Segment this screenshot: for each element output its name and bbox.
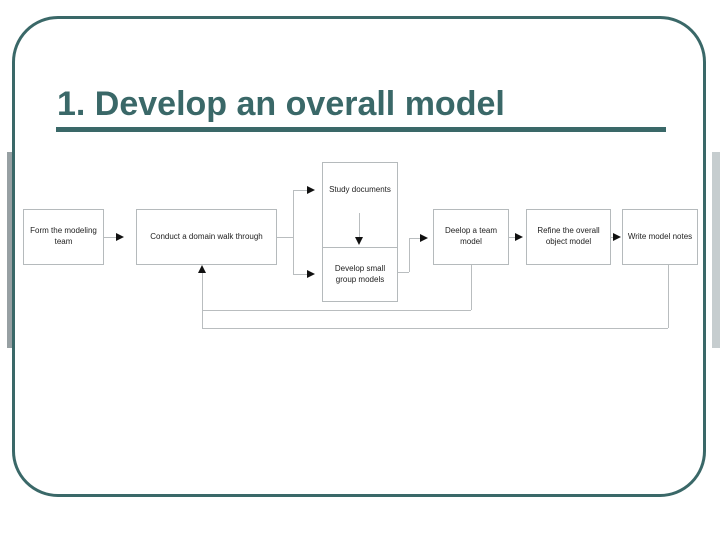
arrowhead-right-icon	[613, 233, 621, 241]
connector-line	[509, 237, 515, 238]
diagram-right-edge	[712, 152, 720, 348]
connector-line	[398, 272, 409, 273]
connector-line	[202, 273, 203, 328]
node-label: Form the modeling team	[30, 226, 97, 246]
node-write-model-notes: Write model notes	[622, 209, 698, 265]
node-label: Study documents	[329, 185, 391, 194]
node-label: Conduct a domain walk through	[150, 231, 263, 241]
slide-border	[12, 16, 706, 497]
arrowhead-right-icon	[116, 233, 124, 241]
node-label: Write model notes	[627, 231, 693, 241]
arrowhead-down-icon	[355, 237, 363, 245]
connector-line	[409, 238, 410, 272]
arrowhead-right-icon	[515, 233, 523, 241]
node-label: Deelop a team model	[444, 226, 498, 246]
arrowhead-up-icon	[198, 265, 206, 273]
connector-line	[409, 238, 420, 239]
arrowhead-right-icon	[307, 186, 315, 194]
connector-line	[104, 237, 116, 238]
diagram-left-edge	[7, 152, 12, 348]
node-study-documents: Study documents	[322, 162, 398, 248]
slide-title: 1. Develop an overall model	[57, 85, 505, 123]
connector-line	[277, 237, 293, 238]
arrowhead-right-icon	[420, 234, 428, 242]
connector-line	[293, 190, 294, 275]
node-form-team: Form the modeling team	[23, 209, 104, 265]
node-refine-overall: Refine the overall object model	[526, 209, 611, 265]
node-label: Refine the overall object model	[537, 226, 600, 246]
node-develop-small-group: Develop small group models	[322, 247, 398, 302]
node-label: Develop small group models	[334, 263, 386, 284]
connector-line	[293, 190, 307, 191]
connector-line	[471, 265, 472, 310]
connector-line	[611, 237, 613, 238]
node-develop-team-model: Deelop a team model	[433, 209, 509, 265]
connector-line	[359, 213, 360, 237]
arrowhead-right-icon	[307, 270, 315, 278]
connector-line	[202, 328, 668, 329]
connector-line	[668, 265, 669, 328]
connector-line	[202, 310, 471, 311]
node-conduct-walkthrough: Conduct a domain walk through	[136, 209, 277, 265]
title-underline	[56, 127, 666, 132]
connector-line	[293, 274, 307, 275]
